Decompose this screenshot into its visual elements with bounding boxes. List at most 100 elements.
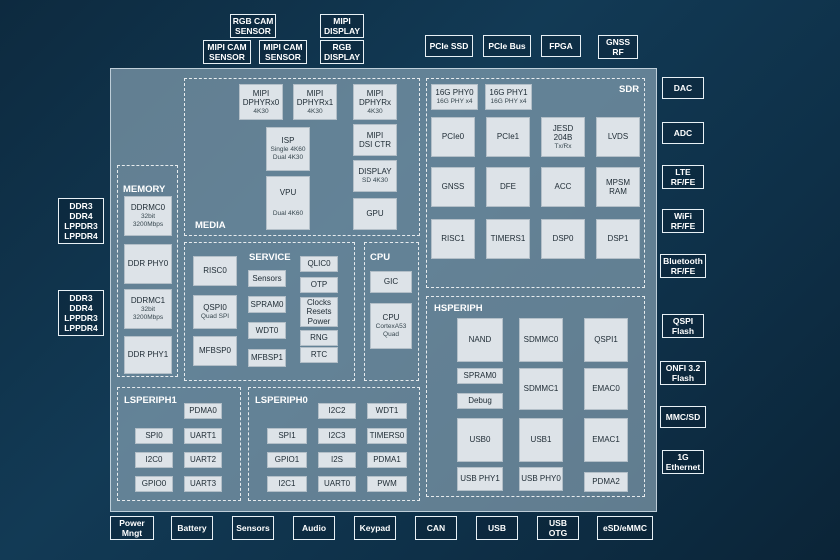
gpio1-block: GPIO1	[267, 452, 307, 468]
wifi-rf-fe: WiFi RF/FE	[662, 209, 704, 233]
battery: Battery	[171, 516, 213, 540]
mfbsp1-block: MFBSP1	[248, 349, 286, 367]
gpu-block: GPU	[353, 198, 397, 230]
qspi1-block: QSPI1	[584, 318, 628, 362]
risc1-block: RISC1	[431, 219, 475, 259]
ethernet-1g: 1G Ethernet	[662, 450, 704, 474]
esd-emmc: eSD/eMMC	[597, 516, 653, 540]
ddr-memory-2: DDR3 DDR4 LPPDR3 LPPDR4	[58, 290, 104, 336]
wdt1-block: WDT1	[367, 403, 407, 419]
hsperiph-title: HSPERIPH	[434, 303, 483, 314]
sdmmc1-block: SDMMC1	[519, 368, 563, 410]
audio: Audio	[293, 516, 335, 540]
emac1-block: EMAC1	[584, 418, 628, 462]
pcie0-block: PCIe0	[431, 117, 475, 157]
media-title: MEDIA	[195, 220, 226, 231]
qspi-flash: QSPI Flash	[662, 314, 704, 338]
memory-group	[117, 165, 178, 377]
mipi-cam-sensor-1: MIPI CAM SENSOR	[203, 40, 251, 64]
uart1-block: UART1	[184, 428, 222, 444]
usb: USB	[476, 516, 518, 540]
i2c3-block: I2C3	[318, 428, 356, 444]
sensors: Sensors	[232, 516, 274, 540]
wdt0-block: WDT0	[248, 322, 286, 339]
pcie-ssd: PCIe SSD	[425, 35, 473, 57]
media-group	[184, 78, 420, 236]
mmc-sd: MMC/SD	[660, 406, 706, 428]
lvds-block: LVDS	[596, 117, 640, 157]
ddr-phy1-block: DDR PHY1	[124, 336, 172, 374]
pdma2-block: PDMA2	[584, 472, 628, 492]
spram0-hs-block: SPRAM0	[457, 368, 503, 384]
sdr-title: SDR	[619, 84, 640, 95]
pdma1-block: PDMA1	[367, 452, 407, 468]
timers0-block: TIMERS0	[367, 428, 407, 444]
dac: DAC	[662, 77, 704, 99]
debug-block: Debug	[457, 393, 503, 409]
emac0-block: EMAC0	[584, 368, 628, 410]
uart3-block: UART3	[184, 476, 222, 492]
gpio0-block: GPIO0	[135, 476, 173, 492]
mipi-display: MIPI DISPLAY	[320, 14, 364, 38]
gic-block: GIC	[370, 271, 412, 293]
usb-phy1-block: USB PHY1	[457, 467, 503, 491]
can: CAN	[415, 516, 457, 540]
power-mngt: Power Mngt	[110, 516, 154, 540]
timers1-block: TIMERS1	[486, 219, 530, 259]
usb1-block: USB1	[519, 418, 563, 462]
onfi-flash: ONFI 3.2 Flash	[660, 361, 706, 385]
clocks-resets-power-block: Clocks Resets Power	[300, 297, 338, 327]
pcie-bus: PCIe Bus	[483, 35, 531, 57]
gnss-block: GNSS	[431, 167, 475, 207]
lsperiph1-group	[117, 387, 241, 501]
uart2-block: UART2	[184, 452, 222, 468]
lsperiph0-group	[248, 387, 420, 501]
dfe-block: DFE	[486, 167, 530, 207]
mfbsp0-block: MFBSP0	[193, 336, 237, 366]
acc-block: ACC	[541, 167, 585, 207]
spram0-block: SPRAM0	[248, 296, 286, 313]
i2s-block: I2S	[318, 452, 356, 468]
otp-block: OTP	[300, 277, 338, 293]
risc0-block: RISC0	[193, 256, 237, 286]
pcie1-block: PCIe1	[486, 117, 530, 157]
i2c2-block: I2C2	[318, 403, 356, 419]
gnss-rf: GNSS RF	[598, 35, 638, 59]
usb0-block: USB0	[457, 418, 503, 462]
adc: ADC	[662, 122, 704, 144]
sdmmc0-block: SDMMC0	[519, 318, 563, 362]
ddr-phy0-block: DDR PHY0	[124, 244, 172, 284]
bluetooth-rf-fe: Bluetooth RF/FE	[660, 254, 706, 278]
rgb-display: RGB DISPLAY	[320, 40, 364, 64]
spi0-block: SPI0	[135, 428, 173, 444]
service-title: SERVICE	[249, 252, 291, 263]
memory-title: MEMORY	[123, 184, 166, 195]
pwm-block: PWM	[367, 476, 407, 492]
qlic0-block: QLIC0	[300, 256, 338, 272]
lte-rf-fe: LTE RF/FE	[662, 165, 704, 189]
lsperiph0-title: LSPERIPH0	[255, 395, 308, 406]
uart0-block: UART0	[318, 476, 356, 492]
i2c0-block: I2C0	[135, 452, 173, 468]
ddr-memory-1: DDR3 DDR4 LPPDR3 LPPDR4	[58, 198, 104, 244]
hsperiph-group	[426, 296, 645, 497]
sdr-group	[426, 78, 645, 288]
rng-block: RNG	[300, 330, 338, 346]
dsp0-block: DSP0	[541, 219, 585, 259]
lsperiph1-title: LSPERIPH1	[124, 395, 177, 406]
dsp1-block: DSP1	[596, 219, 640, 259]
cpu-group	[364, 242, 419, 381]
fpga: FPGA	[541, 35, 581, 57]
spi1-block: SPI1	[267, 428, 307, 444]
